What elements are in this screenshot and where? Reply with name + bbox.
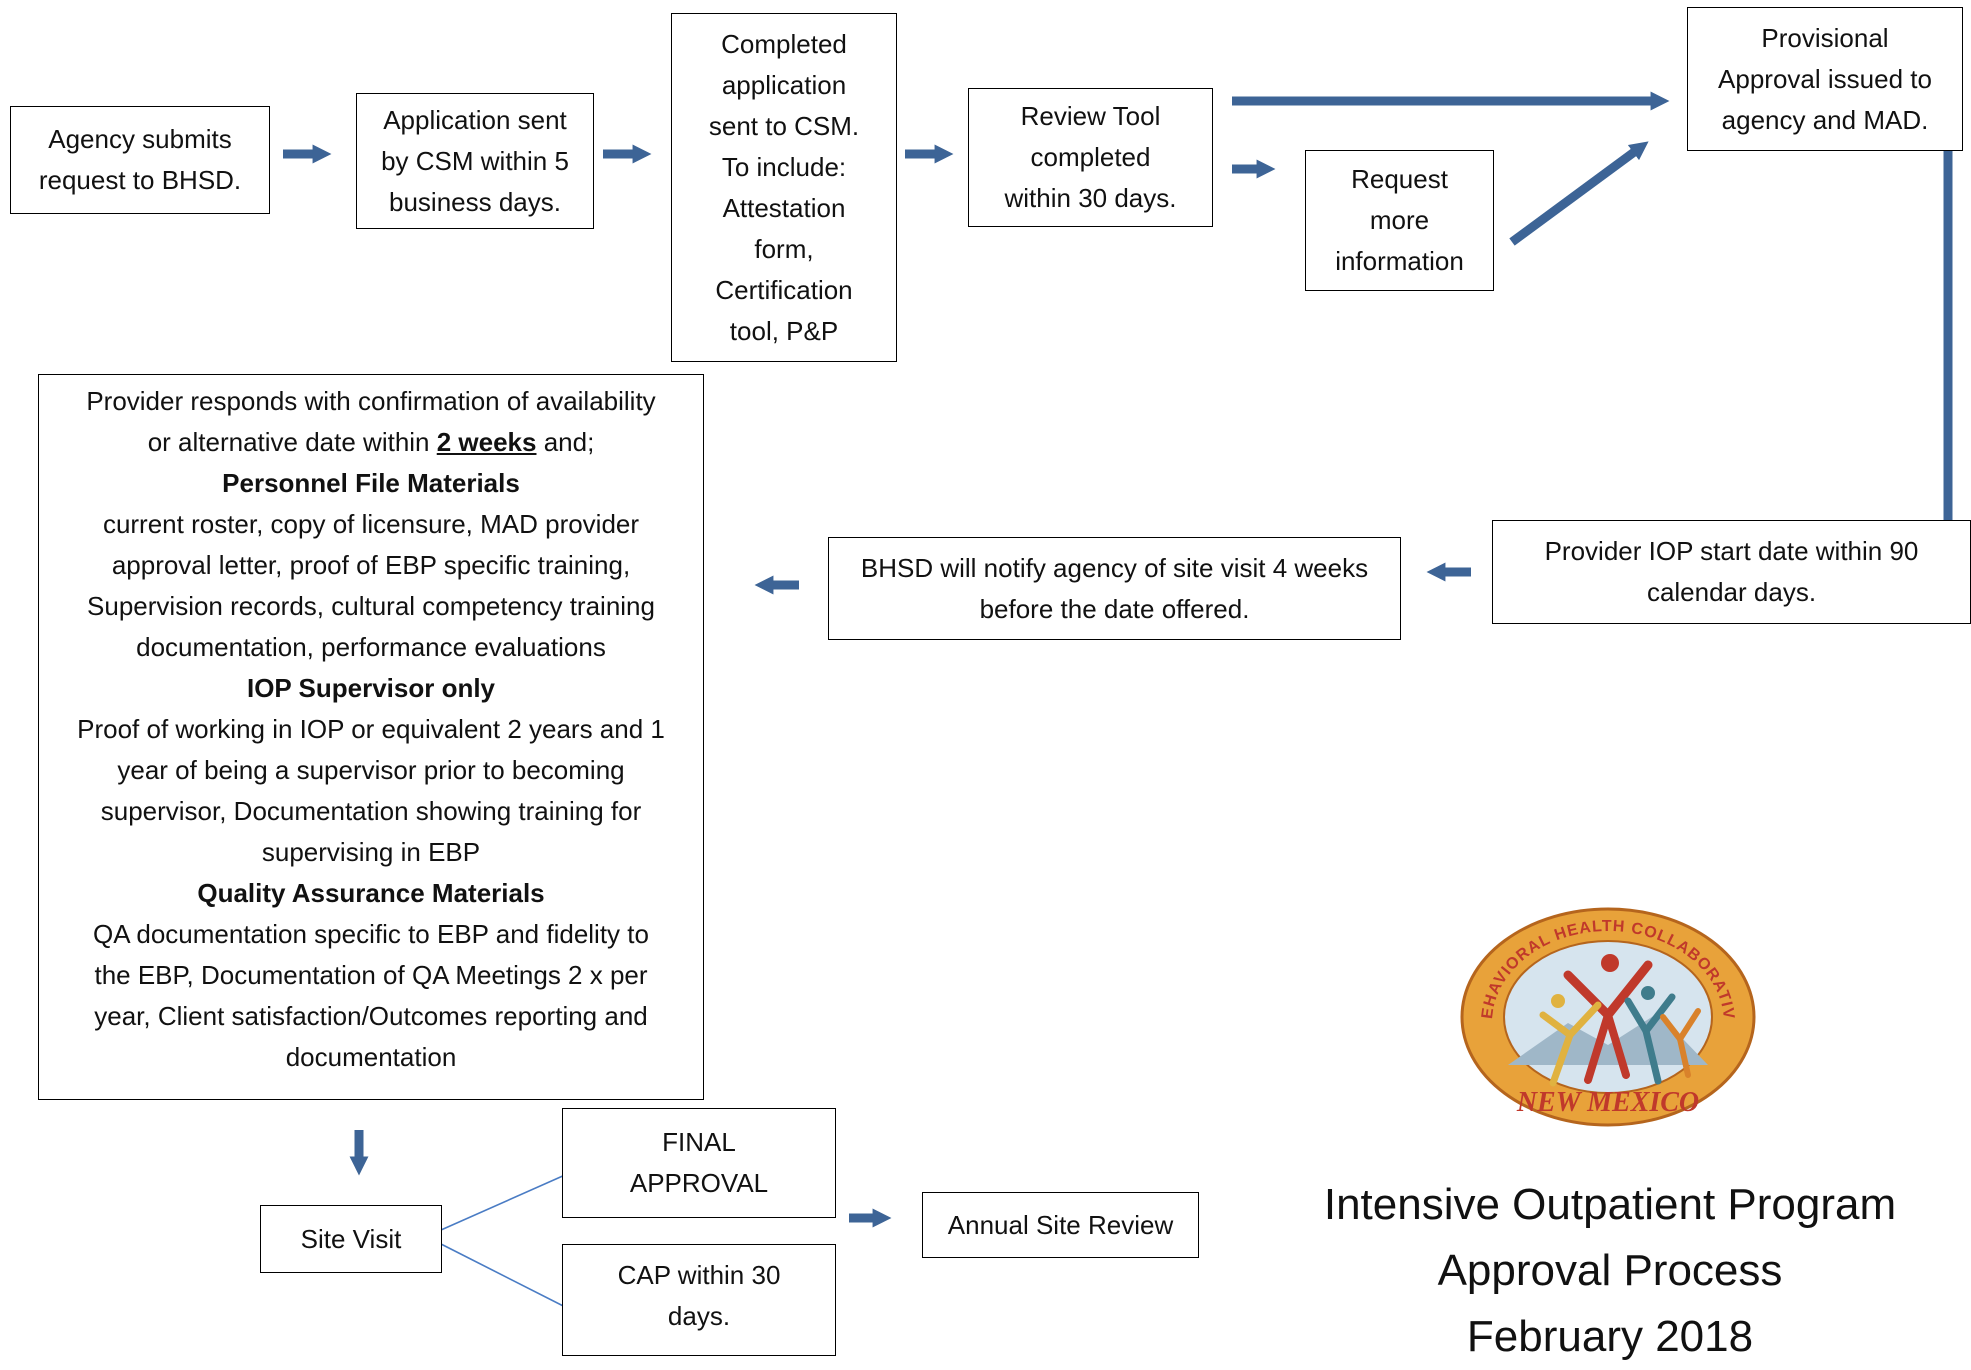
provider-iop-start-line: Provider IOP start date within 90 (1544, 536, 1919, 566)
materials-intro-line: or alternative date within 2 weeks and; (148, 422, 595, 463)
materials-section-line: approval letter, proof of EBP specific t… (111, 550, 631, 580)
review-tool-line: within 30 days. (1004, 183, 1177, 213)
bhsd-notify-box: BHSD will notify agency of site visit 4 … (828, 537, 1401, 640)
completed-application-line: To include: (721, 151, 847, 182)
cap-box: CAP within 30 days. (562, 1244, 836, 1356)
completed-application-box: Completed application sent to CSM. To in… (671, 13, 897, 362)
completed-application-line: Attestation (722, 192, 846, 223)
final-approval-line: FINAL (662, 1127, 736, 1157)
annual-site-review-box: Annual Site Review (922, 1192, 1199, 1258)
review-tool-box: Review Tool completed within 30 days. (968, 88, 1213, 227)
provider-iop-start-box: Provider IOP start date within 90 calend… (1492, 520, 1971, 624)
agency-submits-line: Agency submits (48, 124, 232, 154)
title-line-2: Approval Process (1437, 1246, 1783, 1295)
materials-section-line: year of being a supervisor prior to beco… (117, 755, 625, 785)
provider-materials-box: Provider responds with confirmation of a… (38, 374, 704, 1100)
application-sent-line: business days. (389, 186, 561, 217)
cap-line: CAP within 30 (617, 1260, 781, 1290)
review-tool-line: Review Tool (1020, 101, 1161, 131)
materials-section-line: Supervision records, cultural competency… (87, 591, 655, 621)
materials-section-line: QA documentation specific to EBP and fid… (93, 919, 649, 949)
materials-section-line: documentation (285, 1042, 457, 1072)
materials-section-heading: Personnel File Materials (222, 468, 520, 498)
provider-iop-start-line: calendar days. (1646, 577, 1817, 607)
logo-mountain (1508, 1013, 1708, 1065)
agency-submits-box: Agency submits request to BHSD. (10, 106, 270, 214)
bhsd-notify-line: BHSD will notify agency of site visit 4 … (860, 552, 1369, 583)
agency-submits-line: request to BHSD. (38, 165, 242, 195)
provisional-approval-line: Provisional (1761, 22, 1889, 53)
completed-application-line: Completed (721, 28, 847, 59)
arrow-sitevisit-to-final (440, 1167, 583, 1231)
request-more-info-line: information (1335, 246, 1464, 276)
site-visit-label: Site Visit (300, 1223, 402, 1254)
bhc-logo: BEHAVIORAL HEALTH COLLABORATIVE NEW MEXI… (1458, 905, 1756, 1127)
provisional-approval-line: Approval issued to (1718, 63, 1932, 94)
materials-section-line: Proof of working in IOP or equivalent 2 … (77, 714, 665, 744)
application-sent-line: Application sent (383, 104, 567, 135)
materials-section-line: supervisor, Documentation showing traini… (100, 796, 642, 826)
arrow-sitevisit-to-cap (440, 1243, 583, 1316)
annual-site-review-label: Annual Site Review (947, 1209, 1174, 1240)
provisional-approval-line: agency and MAD. (1721, 104, 1929, 135)
arrow-request-to-provisional (1509, 141, 1649, 246)
site-visit-box: Site Visit (260, 1205, 442, 1273)
materials-section-line: year, Client satisfaction/Outcomes repor… (94, 1001, 648, 1031)
materials-section-line: current roster, copy of licensure, MAD p… (102, 509, 640, 539)
cap-line: days. (667, 1301, 731, 1331)
application-sent-line: by CSM within 5 (381, 145, 569, 176)
materials-section-heading: IOP Supervisor only (246, 673, 496, 703)
final-approval-line: APPROVAL (629, 1168, 769, 1198)
title-line-1: Intensive Outpatient Program (1323, 1180, 1897, 1229)
review-tool-line: completed (1030, 142, 1151, 172)
completed-application-line: tool, P&P (729, 315, 839, 346)
materials-section-line: documentation, performance evaluations (136, 632, 606, 662)
materials-section-heading: Quality Assurance Materials (197, 878, 545, 908)
completed-application-line: application (721, 69, 847, 100)
materials-intro-text: and; (536, 427, 595, 457)
completed-application-line: Certification (715, 274, 853, 305)
provisional-approval-box: Provisional Approval issued to agency an… (1687, 7, 1963, 151)
materials-intro-line: Provider responds with confirmation of a… (86, 386, 656, 416)
request-more-info-box: Request more information (1305, 150, 1494, 291)
logo-state-text: NEW MEXICO (1516, 1087, 1699, 1118)
materials-section-line: the EBP, Documentation of QA Meetings 2 … (94, 960, 648, 990)
bhsd-notify-line: before the date offered. (979, 593, 1250, 624)
application-sent-box: Application sent by CSM within 5 busines… (356, 93, 594, 229)
request-more-info-line: more (1369, 205, 1430, 235)
materials-intro-text: or alternative date within (147, 427, 437, 457)
materials-deadline: 2 weeks (436, 427, 537, 457)
request-more-info-line: Request (1351, 164, 1448, 194)
final-approval-box: FINAL APPROVAL (562, 1108, 836, 1218)
materials-section-line: supervising in EBP (261, 837, 481, 867)
title-line-3: February 2018 (1466, 1312, 1754, 1361)
completed-application-line: sent to CSM. (708, 110, 860, 141)
completed-application-line: form, (754, 233, 814, 264)
logo-figures (1539, 954, 1701, 1087)
